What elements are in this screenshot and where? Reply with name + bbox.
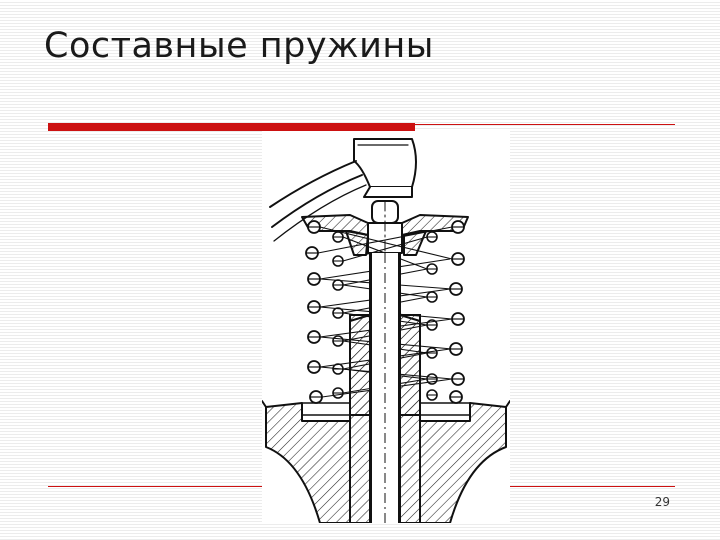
title-accent-bar (48, 123, 415, 131)
valve-spring-diagram-icon (262, 138, 510, 523)
page-number: 29 (654, 495, 670, 509)
slide-title: Составные пружины (44, 26, 434, 66)
composite-spring-drawing (262, 131, 510, 523)
title-underline-rule (415, 124, 675, 125)
